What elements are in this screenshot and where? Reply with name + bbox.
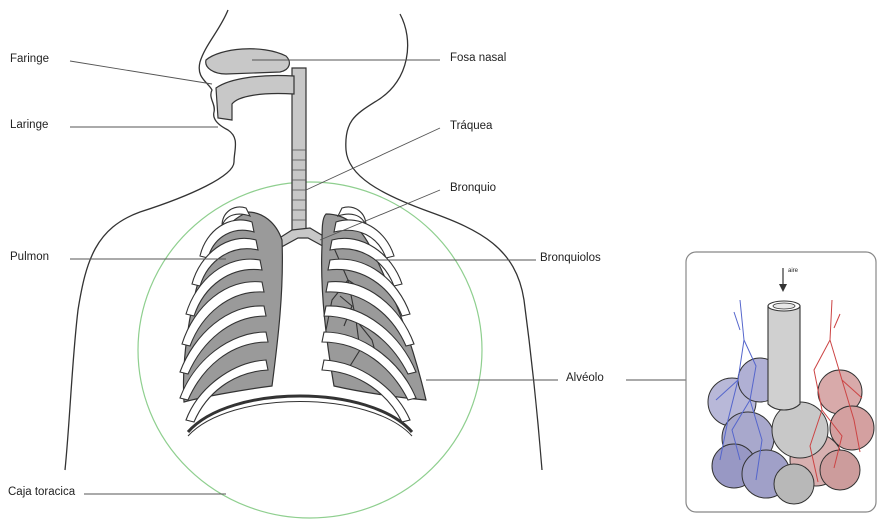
label-caja-toracica: Caja toracica xyxy=(8,486,75,498)
diaphragm xyxy=(188,396,412,436)
label-pulmon: Pulmon xyxy=(10,251,49,263)
label-bronquio: Bronquio xyxy=(450,182,496,194)
label-alveolo: Alvéolo xyxy=(566,372,604,384)
label-faringe: Faringe xyxy=(10,53,49,65)
label-laringe: Laringe xyxy=(10,119,48,131)
alveolus-inset xyxy=(686,252,876,512)
label-traquea: Tráquea xyxy=(450,120,492,132)
label-aire: aire xyxy=(788,268,798,274)
label-bronquiolos: Bronquiolos xyxy=(540,252,601,264)
label-fosa-nasal: Fosa nasal xyxy=(450,52,506,64)
